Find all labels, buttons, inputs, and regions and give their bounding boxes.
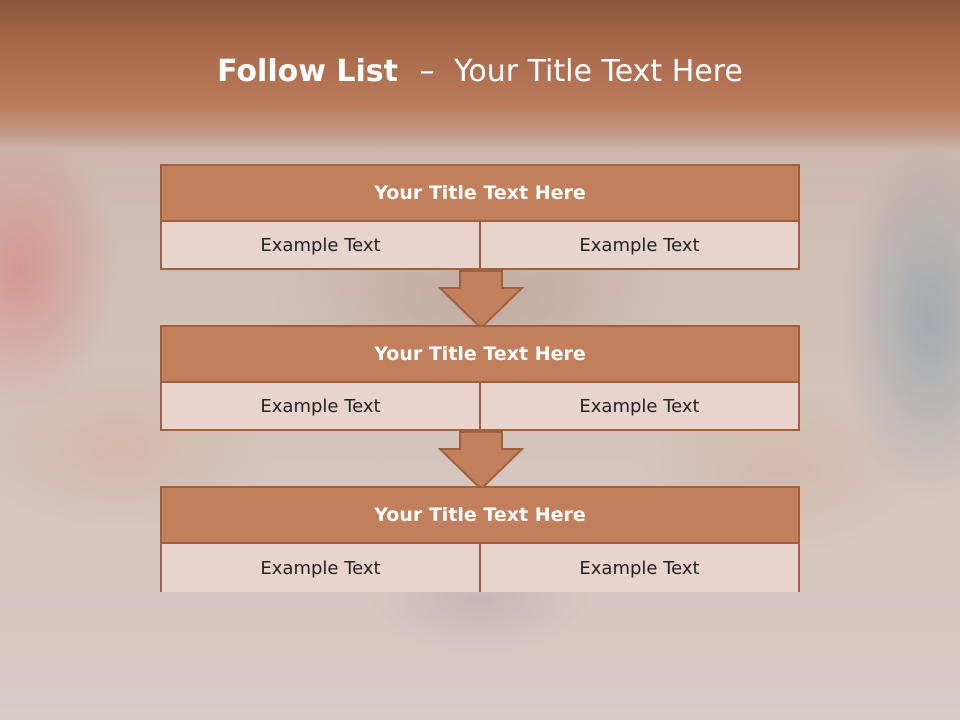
step-title: Your Title Text Here	[162, 327, 798, 383]
step-block-1: Your Title Text Here Example Text Exampl…	[160, 164, 800, 270]
step-cell-left: Example Text	[162, 383, 479, 429]
step-title: Your Title Text Here	[162, 488, 798, 544]
step-row: Example Text Example Text	[162, 222, 798, 268]
slide-title-rest: Your Title Text Here	[454, 54, 743, 89]
header-band	[0, 0, 960, 150]
step-cell-left: Example Text	[162, 544, 479, 592]
step-cell-right: Example Text	[479, 222, 798, 268]
step-title: Your Title Text Here	[162, 166, 798, 222]
step-row: Example Text Example Text	[162, 544, 798, 592]
slide-title-dash: –	[419, 54, 435, 89]
step-row: Example Text Example Text	[162, 383, 798, 429]
step-block-2: Your Title Text Here Example Text Exampl…	[160, 325, 800, 431]
slide-title-bold: Follow List	[217, 54, 398, 89]
down-arrow-icon	[438, 431, 524, 491]
step-cell-left: Example Text	[162, 222, 479, 268]
down-arrow-icon	[438, 270, 524, 330]
step-cell-right: Example Text	[479, 544, 798, 592]
slide-title: Follow List – Your Title Text Here	[0, 54, 960, 89]
step-block-3: Your Title Text Here Example Text Exampl…	[160, 486, 800, 592]
step-cell-right: Example Text	[479, 383, 798, 429]
